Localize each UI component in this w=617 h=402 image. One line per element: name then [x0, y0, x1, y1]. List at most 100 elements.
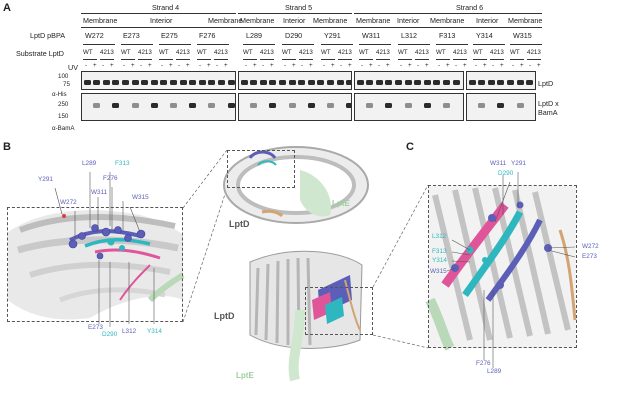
- blot-band: [102, 80, 110, 85]
- uv-state: +: [386, 62, 390, 69]
- blot-band: [423, 80, 431, 85]
- substrate-underline: [299, 59, 313, 60]
- uv-state: -: [262, 62, 265, 69]
- substrate-label: 4213: [453, 49, 467, 56]
- panel-c-label: W272: [582, 243, 599, 250]
- blot-band: [307, 103, 315, 108]
- uv-state: +: [253, 62, 257, 69]
- substrate-underline: [527, 59, 541, 60]
- blot-band: [288, 103, 296, 108]
- substrate-label: WT: [243, 49, 253, 56]
- substrate-label: WT: [473, 49, 483, 56]
- residue-underline: [398, 44, 430, 45]
- uv-state: -: [245, 62, 248, 69]
- uv-state: -: [301, 62, 304, 69]
- blot-band: [326, 103, 334, 108]
- uv-state: -: [378, 62, 381, 69]
- blot-band: [326, 80, 334, 85]
- uv-state: -: [85, 62, 88, 69]
- blot-band: [433, 80, 441, 85]
- western-blot: [238, 93, 352, 121]
- panel-b-label: L289: [82, 160, 97, 167]
- blot-band: [93, 103, 101, 108]
- blot-band: [150, 80, 158, 85]
- uv-state: -: [123, 62, 126, 69]
- blot-band: [278, 80, 286, 85]
- substrate-label: 4213: [100, 49, 114, 56]
- residue-underline: [282, 44, 314, 45]
- substrate-underline: [282, 59, 296, 60]
- top-center-structure: [223, 146, 369, 224]
- panel-c-label: D290: [498, 170, 514, 177]
- uv-state: +: [369, 62, 373, 69]
- residue-label: L289: [246, 31, 262, 40]
- substrate-underline: [415, 59, 429, 60]
- blot-band: [169, 80, 177, 85]
- location-label: Membrane: [356, 16, 391, 25]
- substrate-underline: [321, 59, 335, 60]
- strand-label-6: Strand 6: [456, 3, 484, 12]
- blot-band: [404, 80, 412, 85]
- western-blot: [238, 71, 352, 90]
- substrate-label: 4213: [376, 49, 390, 56]
- uv-state: -: [417, 62, 420, 69]
- western-blot: [81, 71, 236, 90]
- structure-label-lptd-top: LptD: [229, 219, 250, 229]
- blot-band: [112, 103, 120, 108]
- uv-state: -: [323, 62, 326, 69]
- residue-label: W315: [513, 31, 532, 40]
- blot-label-bama: BamA: [538, 108, 558, 117]
- strand-label-4: Strand 4: [152, 3, 180, 12]
- substrate-label: 4213: [176, 49, 190, 56]
- structure-label-lpte-top: LptE: [332, 199, 350, 208]
- blot-band: [298, 80, 306, 85]
- substrate-underline: [510, 59, 524, 60]
- panel-b-label: W272: [60, 199, 77, 206]
- uv-state: -: [284, 62, 287, 69]
- residue-label: W311: [362, 31, 381, 40]
- substrate-label: WT: [159, 49, 169, 56]
- uv-state: +: [520, 62, 524, 69]
- blot-band: [375, 80, 383, 85]
- substrate-underline: [100, 59, 114, 60]
- uv-state: -: [455, 62, 458, 69]
- panel-b-label: W315: [132, 194, 149, 201]
- uv-state: +: [148, 62, 152, 69]
- substrate-label: WT: [510, 49, 520, 56]
- panel-c-label: F313: [432, 248, 447, 255]
- blot-band: [259, 80, 267, 85]
- substrate-label: 4213: [214, 49, 228, 56]
- substrate-underline: [453, 59, 467, 60]
- blot-band: [317, 80, 325, 85]
- location-label: Membrane: [83, 16, 118, 25]
- blot-band: [131, 103, 139, 108]
- location-label: Interior: [283, 16, 306, 25]
- blot-band: [366, 80, 374, 85]
- panel-letter-a: A: [3, 2, 11, 14]
- location-label: Interior: [476, 16, 499, 25]
- uv-state: +: [309, 62, 313, 69]
- uv-state: -: [438, 62, 441, 69]
- residue-underline: [436, 44, 468, 45]
- substrate-underline: [490, 59, 504, 60]
- substrate-underline: [176, 59, 190, 60]
- uv-state: +: [131, 62, 135, 69]
- blot-band: [288, 80, 296, 85]
- panel-b-label: D290: [102, 331, 118, 338]
- panel-b-zoom-box: [7, 207, 183, 322]
- blot-band: [141, 80, 149, 85]
- uv-state: +: [425, 62, 429, 69]
- substrate-label: 4213: [138, 49, 152, 56]
- substrate-label: WT: [197, 49, 207, 56]
- blot-band: [385, 103, 393, 108]
- substrate-underline: [214, 59, 228, 60]
- uv-state: +: [93, 62, 97, 69]
- substrate-label: WT: [83, 49, 93, 56]
- substrate-underline: [473, 59, 487, 60]
- uv-state: -: [361, 62, 364, 69]
- blot-band: [497, 80, 505, 85]
- residue-label: E275: [161, 31, 178, 40]
- uv-state: -: [178, 62, 181, 69]
- structure-label-lpte-bottom: LptE: [236, 371, 254, 380]
- marker-75: 75: [63, 81, 70, 88]
